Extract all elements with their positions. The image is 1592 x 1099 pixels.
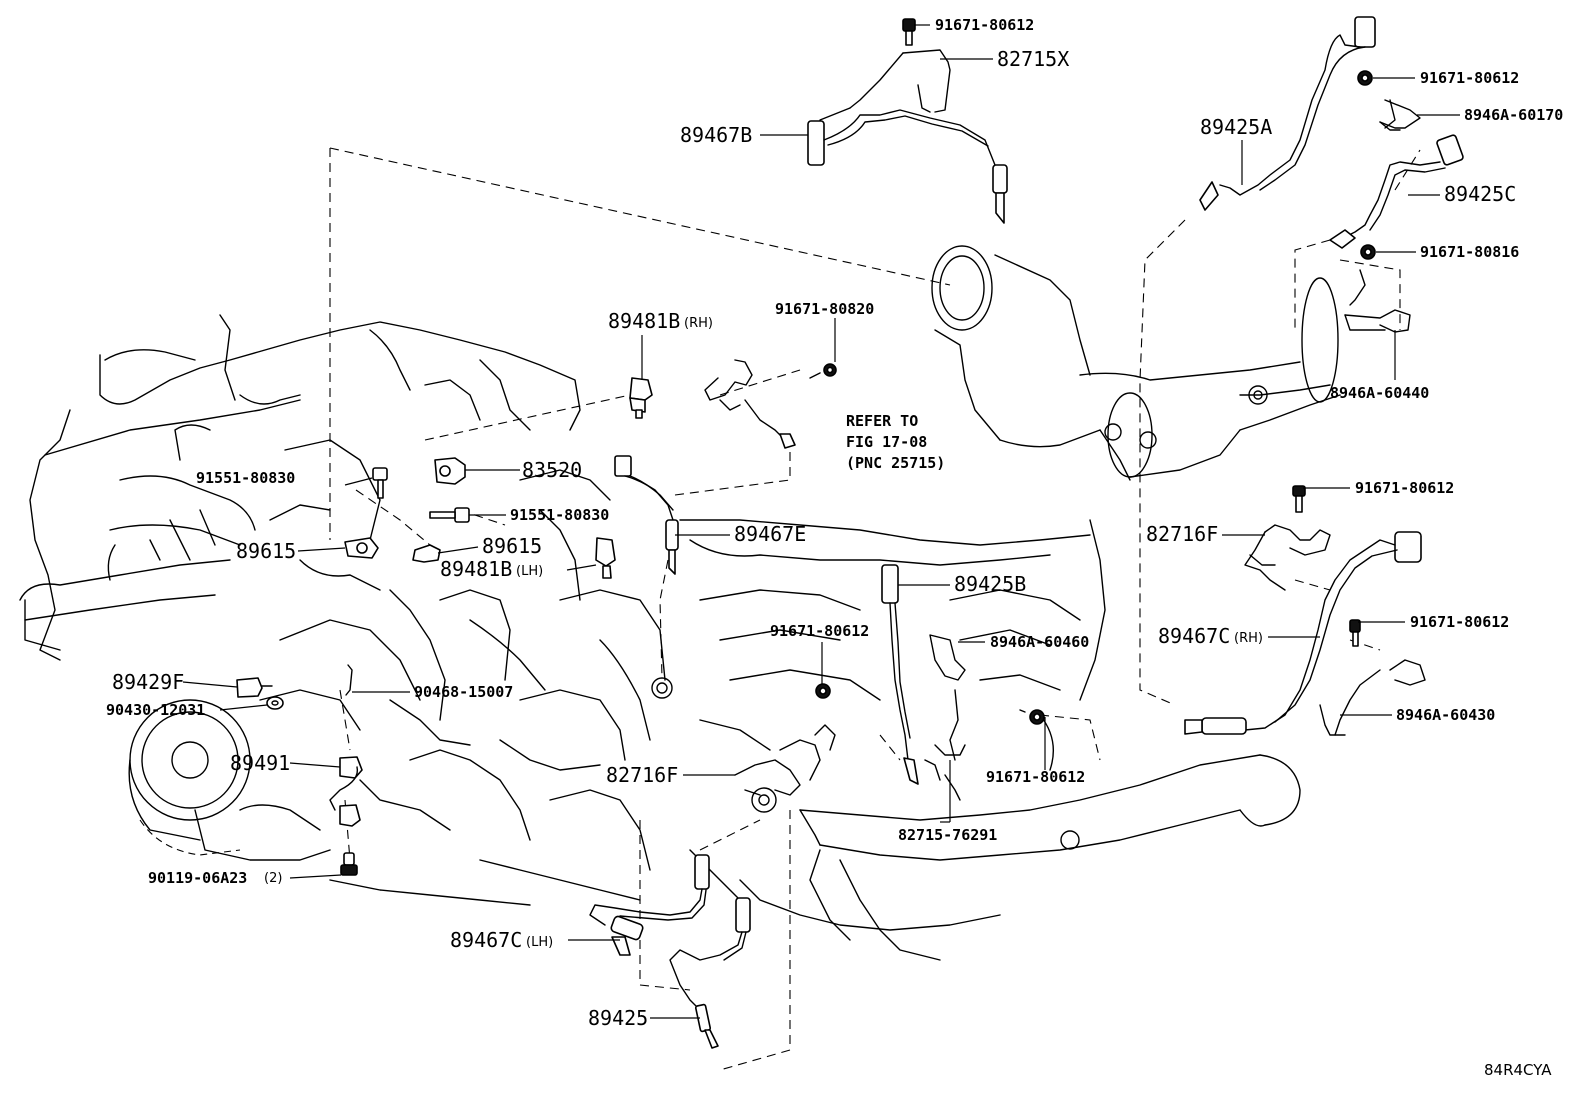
label-8946a-60430[interactable]: 8946A-60430 (1396, 706, 1495, 724)
refer-note-line2[interactable]: FIG 17-08 (846, 433, 927, 451)
label-89615-b[interactable]: 89615 (482, 534, 542, 558)
label-89481b-lh[interactable]: 89481B (440, 557, 512, 581)
label-82716f-mid[interactable]: 82716F (606, 763, 678, 787)
oxygen-sensor-89467c-rh[interactable] (1184, 531, 1422, 735)
oxygen-sensor-89467e[interactable] (614, 455, 679, 575)
bolt-90119-06a23[interactable] (340, 852, 358, 876)
label-89467c-rh[interactable]: 89467C (1158, 624, 1230, 648)
label-91671-80612-mid[interactable]: 91671-80612 (770, 622, 869, 640)
qualifier-rh-89467c: (RH) (1234, 631, 1263, 646)
bracket-82716f-right[interactable] (1244, 524, 1331, 591)
label-83520[interactable]: 83520 (522, 458, 582, 482)
label-89429f[interactable]: 89429F (112, 670, 184, 694)
refer-note-line3: (PNC 25715) (846, 454, 945, 472)
label-8946a-60170[interactable]: 8946A-60170 (1464, 106, 1563, 124)
label-89491[interactable]: 89491 (230, 751, 290, 775)
label-89481b-rh[interactable]: 89481B (608, 309, 680, 333)
sensor-89425c[interactable] (1329, 134, 1464, 249)
label-82715-76291[interactable]: 82715-76291 (898, 826, 997, 844)
bolt-tr-91671-80612[interactable] (1357, 70, 1373, 86)
bolt-r2-91671-80612[interactable] (1349, 619, 1361, 647)
bracket-82715x[interactable] (819, 49, 951, 121)
qualifier-rh-89481b: (RH) (684, 316, 713, 331)
bolt-91551-80830-b[interactable] (429, 507, 470, 523)
diagram-code: 84R4CYA (1484, 1061, 1552, 1079)
label-91671-80612-tr[interactable]: 91671-80612 (1420, 69, 1519, 87)
bolt-91671-80820[interactable] (809, 363, 837, 379)
label-8946a-60440[interactable]: 8946A-60440 (1330, 384, 1429, 402)
oxygen-sensor-89467c-lh[interactable] (589, 854, 710, 956)
qualifier-qty-90119: (2) (264, 871, 282, 886)
gasket-90430-12031[interactable] (266, 696, 284, 710)
label-91671-80612-top[interactable]: 91671-80612 (935, 16, 1034, 34)
label-89467b[interactable]: 89467B (680, 123, 752, 147)
oxygen-sensor-89467b[interactable] (807, 109, 1008, 224)
label-90468-15007[interactable]: 90468-15007 (414, 683, 513, 701)
sensor-89425b[interactable] (881, 564, 919, 785)
label-8946a-60460[interactable]: 8946A-60460 (990, 633, 1089, 651)
label-89425a[interactable]: 89425A (1200, 115, 1272, 139)
label-89467c-lh[interactable]: 89467C (450, 928, 522, 952)
sensor-89425[interactable] (669, 897, 751, 1049)
sensor-89481b-lh[interactable] (595, 537, 616, 579)
bracket-82716f-mid[interactable] (734, 724, 836, 796)
refer-note-line1: REFER TO (846, 412, 918, 430)
label-89467e[interactable]: 89467E (734, 522, 806, 546)
label-91671-80612-low[interactable]: 91671-80612 (986, 768, 1085, 786)
label-89425b[interactable]: 89425B (954, 572, 1026, 596)
label-89615-a[interactable]: 89615 (236, 539, 296, 563)
part-number-labels: 91671-80612 82715X 89467B 89425A 91671-8… (106, 16, 1563, 1079)
bolt-91671-80816[interactable] (1360, 244, 1376, 260)
label-90430-12031[interactable]: 90430-12031 (106, 701, 205, 719)
qualifier-lh-89467c: (LH) (526, 935, 553, 950)
label-91671-80816[interactable]: 91671-80816 (1420, 243, 1519, 261)
sensor-89615-b[interactable] (412, 544, 441, 563)
bolt-91551-80830-a[interactable] (372, 467, 388, 499)
label-89425[interactable]: 89425 (588, 1006, 648, 1030)
assembly-dashed-lines (329, 147, 1421, 1071)
sensor-89615-a[interactable] (344, 537, 379, 559)
qualifier-lh-89481b: (LH) (516, 564, 543, 579)
sensor-89429f[interactable] (236, 677, 273, 698)
sensor-89491[interactable] (329, 756, 363, 827)
leader-lines (182, 24, 1460, 1019)
bracket-refer-fig-17-08[interactable] (704, 359, 796, 449)
parts-illustrations (236, 16, 1464, 1049)
engine-assembly-illustration (19, 314, 1106, 931)
label-91551-80830-a[interactable]: 91551-80830 (196, 469, 295, 487)
label-90119-06a23[interactable]: 90119-06A23 (148, 869, 247, 887)
label-91671-80612-r1[interactable]: 91671-80612 (1355, 479, 1454, 497)
sensor-89481b-rh[interactable] (629, 377, 653, 419)
switch-83520[interactable] (434, 457, 466, 485)
sensor-89425a[interactable] (1199, 16, 1376, 211)
clamp-90468-15007[interactable] (345, 664, 353, 696)
label-91551-80830-b[interactable]: 91551-80830 (510, 506, 609, 524)
bracket-8946a-60460[interactable] (929, 634, 966, 761)
exhaust-catalyst-illustration (799, 245, 1341, 961)
label-82715x[interactable]: 82715X (997, 47, 1069, 71)
label-89425c[interactable]: 89425C (1444, 182, 1516, 206)
bracket-82715-76291[interactable] (924, 759, 961, 801)
bolt-low-91671-80612[interactable] (1019, 709, 1045, 725)
bolt-mid-91671-80612[interactable] (815, 683, 831, 699)
bracket-8946a-60170[interactable] (1379, 99, 1421, 131)
bolt-r1-91671-80612[interactable] (1292, 485, 1306, 513)
label-91671-80612-r2[interactable]: 91671-80612 (1410, 613, 1509, 631)
label-91671-80820[interactable]: 91671-80820 (775, 300, 874, 318)
label-82716f-right[interactable]: 82716F (1146, 522, 1218, 546)
bracket-8946a-60430[interactable] (1319, 659, 1426, 736)
bolt-top-91671-80612[interactable] (902, 18, 916, 46)
